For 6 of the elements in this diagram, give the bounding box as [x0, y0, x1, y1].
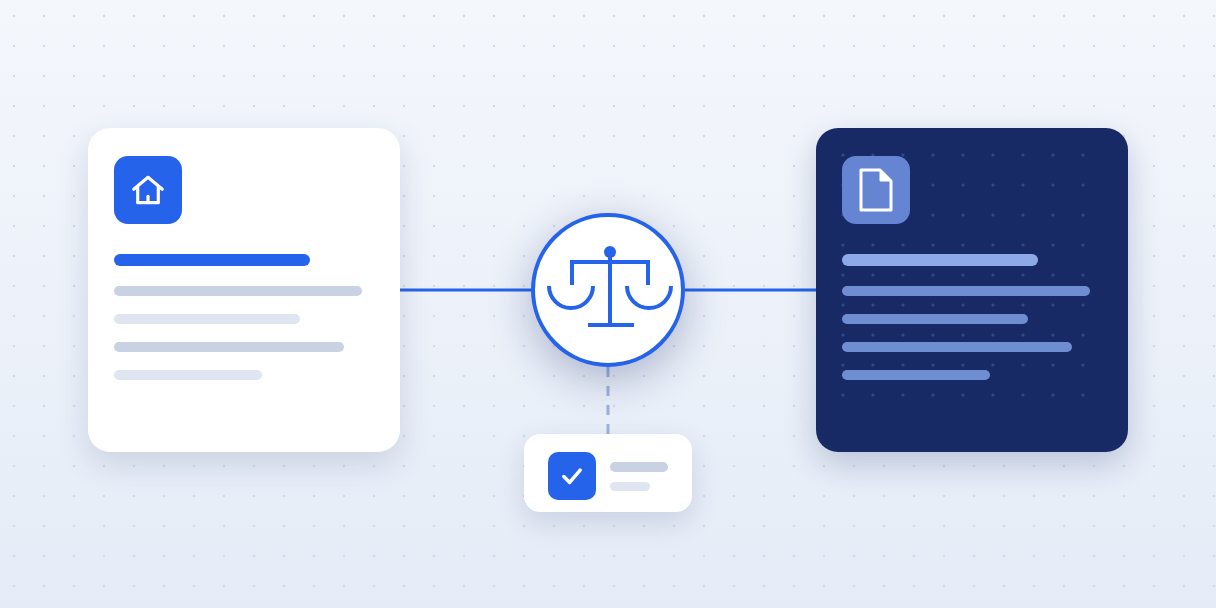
content-card [88, 128, 400, 452]
connector-line [685, 288, 816, 292]
document-card [816, 128, 1128, 452]
dashed-connector [606, 367, 610, 434]
connector-line [400, 288, 531, 292]
checklist-card [524, 434, 692, 512]
